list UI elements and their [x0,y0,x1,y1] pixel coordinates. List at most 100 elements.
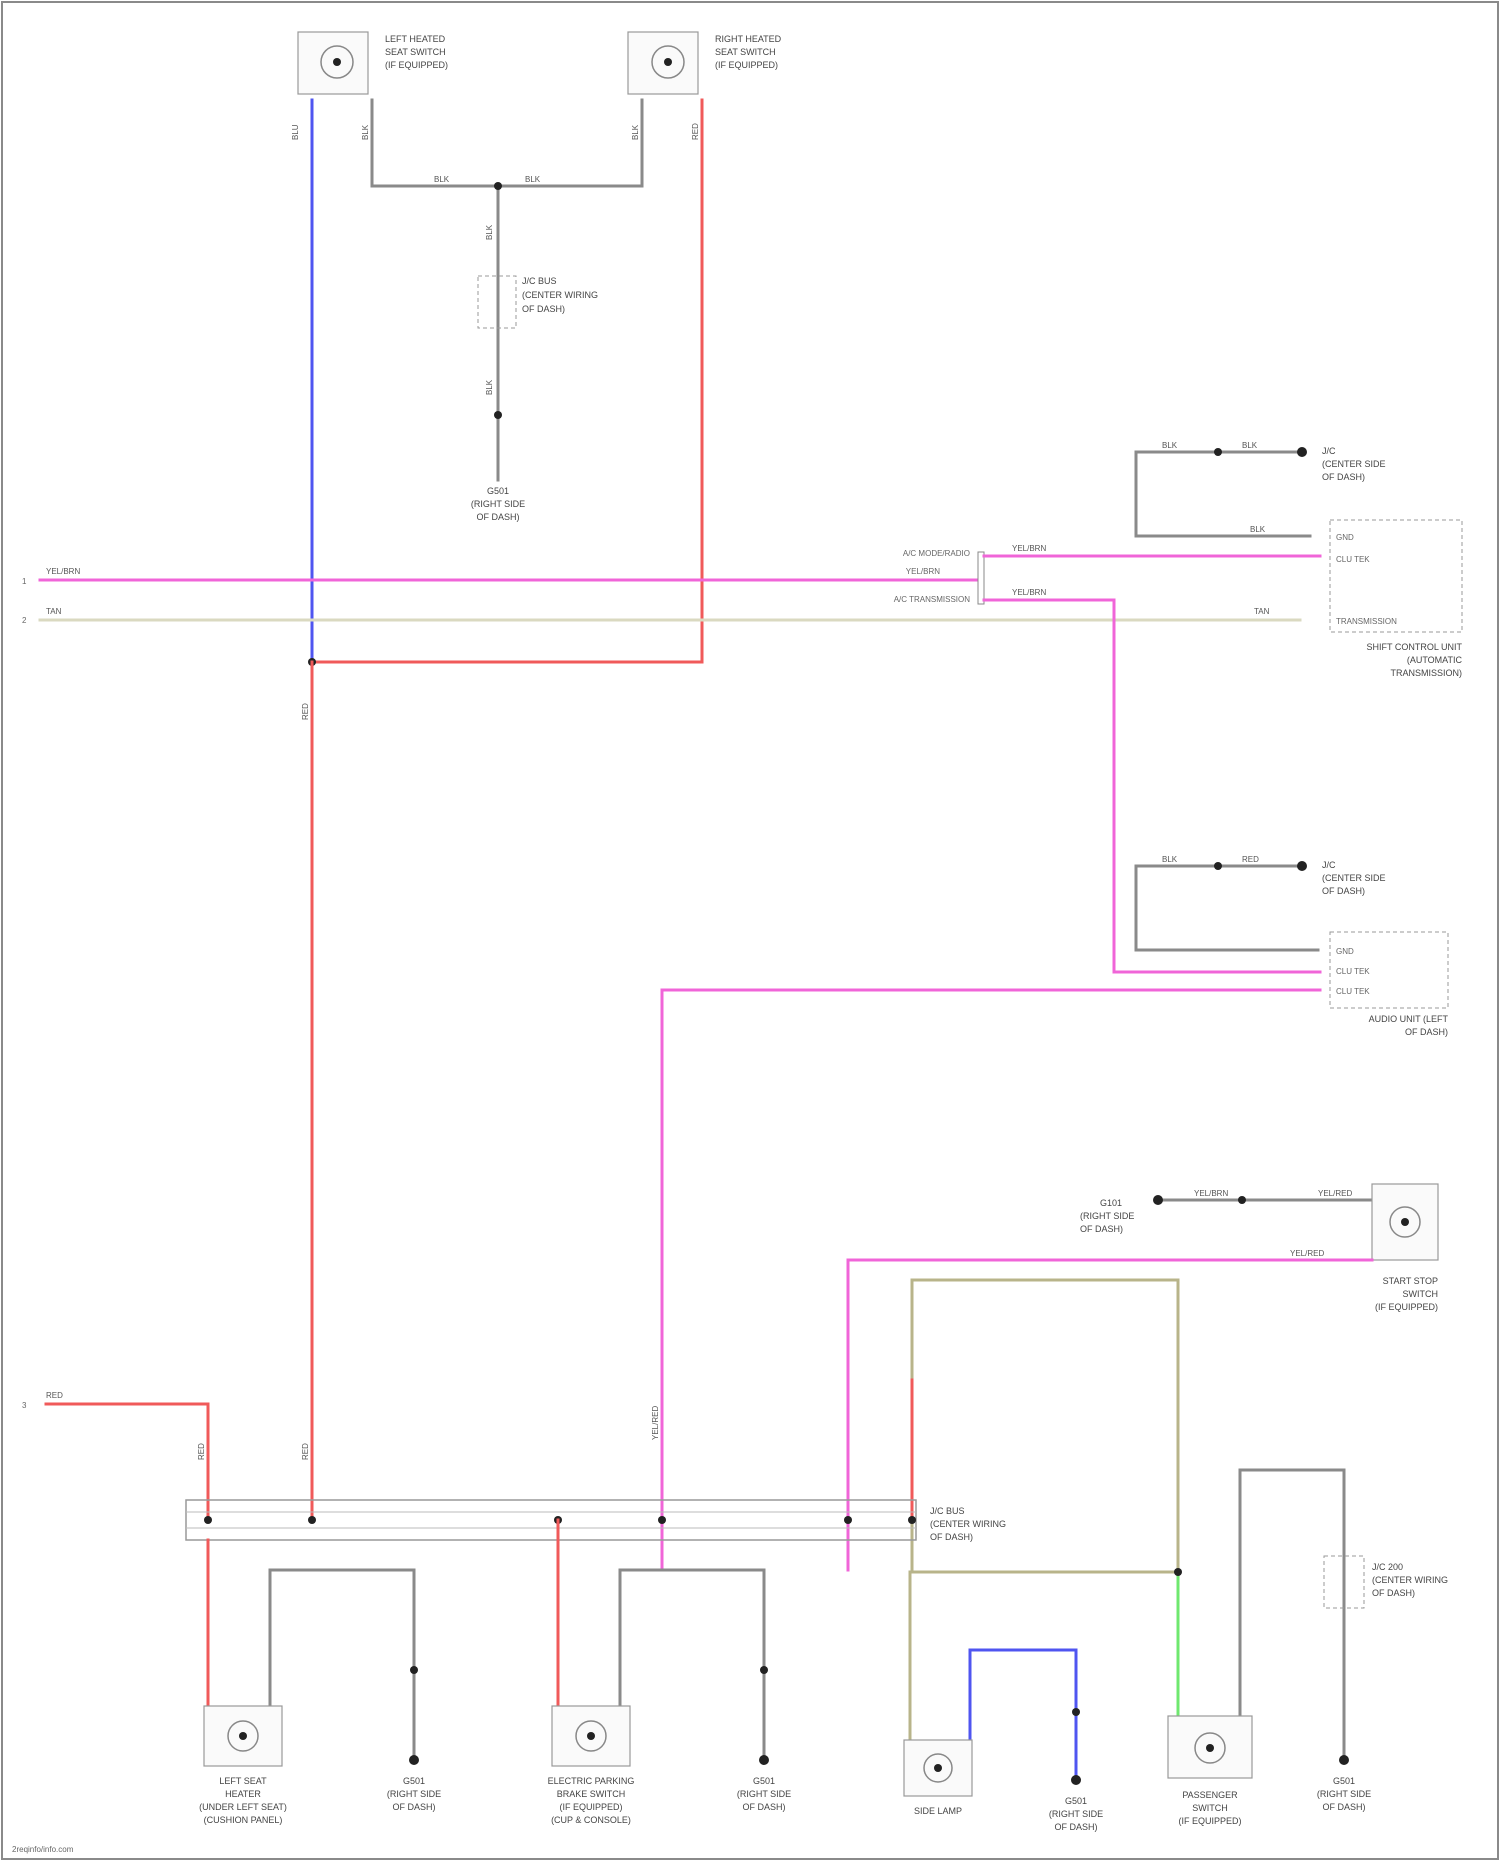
ecu-top-pin-a: GND [1336,533,1354,542]
wire-label-w2: BLK [361,124,370,140]
ground-b4-label-2: (RIGHT SIDE [1317,1789,1371,1799]
comp-left-label-1: LEFT SEAT [219,1776,267,1786]
joint-bottom-right-label-1: J/C 200 [1372,1562,1403,1572]
ground-point-b4 [1339,1755,1349,1765]
wire-label-w20: YEL/BRN [1194,1189,1228,1198]
left-heater-label-3: (IF EQUIPPED) [385,60,448,70]
splice-top-right-label-3: OF DASH) [1322,472,1365,482]
wire-label-w23: RED [197,1443,206,1460]
start-stop-label-3: (IF EQUIPPED) [1375,1302,1438,1312]
ecu-top-label-3: TRANSMISSION) [1390,668,1462,678]
splice-mid-right-label-1: J/C [1322,860,1336,870]
wire-label-w11: RED [46,1391,63,1400]
ground-b4-label-1: G501 [1333,1776,1355,1786]
comp-right-label-1: PASSENGER [1182,1790,1238,1800]
terminal-label-c: A/C TRANSMISSION [894,595,971,604]
bus-marker-3: 3 [22,1401,27,1410]
splice-top-right-label-1: J/C [1322,446,1336,456]
splice-dot-start-stop [1238,1196,1246,1204]
comp-mid-label-1: ELECTRIC PARKING [548,1776,635,1786]
comp-mid-label-3: (IF EQUIPPED) [559,1802,622,1812]
footer-text: 2reqinfo/info.com [12,1845,74,1854]
electric-parking-brake-switch: ELECTRIC PARKING BRAKE SWITCH (IF EQUIPP… [548,1706,635,1825]
ecu-top-label-1: SHIFT CONTROL UNIT [1366,642,1462,652]
comp-right-label-2: SWITCH [1192,1803,1228,1813]
ground-b2-label-2: (RIGHT SIDE [737,1789,791,1799]
wire-label-w4: RED [691,123,700,140]
bus-marker-2: 2 [22,616,27,625]
splice-top-right-label-2: (CENTER SIDE [1322,459,1386,469]
wire-label-w9: YEL/BRN [46,567,80,576]
splice-mid-right-label-3: OF DASH) [1322,886,1365,896]
wire-label-w12: YEL/BRN [1012,544,1046,553]
comp-lamp-label-1: SIDE LAMP [914,1806,962,1816]
ground-b3-label-2: (RIGHT SIDE [1049,1809,1103,1819]
right-heater-label-2: SEAT SWITCH [715,47,776,57]
wire-label-w15: BLK [1242,441,1258,450]
joint-bottom-label-3: OF DASH) [930,1532,973,1542]
wire-label-w5: BLK [434,175,450,184]
ground-b3-label-3: OF DASH) [1054,1822,1097,1832]
joint-top-label-2: (CENTER WIRING [522,290,598,300]
ground-b3-label-1: G501 [1065,1796,1087,1806]
splice-dot-top [494,182,502,190]
ecu-mid-label-1: AUDIO UNIT (LEFT [1369,1014,1449,1024]
ground-top-label-3: OF DASH) [476,512,519,522]
left-seat-heater: LEFT SEAT HEATER (UNDER LEFT SEAT) (CUSH… [199,1706,287,1825]
comp-left-label-2: HEATER [225,1789,261,1799]
splice-mid-right-label-2: (CENTER SIDE [1322,873,1386,883]
comp-mid-label-4: (CUP & CONSOLE) [551,1815,631,1825]
wire-label-w3: BLK [631,124,640,140]
ecu-top-pin-c: TRANSMISSION [1336,617,1397,626]
terminal-label-b: YEL/BRN [906,567,940,576]
start-stop-label-2: SWITCH [1403,1289,1439,1299]
splice-dot-green [1174,1568,1182,1576]
wire-label-w17: BLK [1250,525,1266,534]
ecu-mid-pin-f: CLU TEK [1336,987,1370,996]
wire-label-w19: RED [1242,855,1259,864]
comp-left-label-3: (UNDER LEFT SEAT) [199,1802,287,1812]
splice-dot-ecu-top [1214,448,1222,456]
ground-right-label-3: OF DASH) [1080,1224,1123,1234]
start-stop-label-1: START STOP [1383,1276,1438,1286]
comp-left-label-4: (CUSHION PANEL) [204,1815,283,1825]
left-heater-label-1: LEFT HEATED [385,34,446,44]
ground-b4-label-3: OF DASH) [1322,1802,1365,1812]
joint-top-label-3: OF DASH) [522,304,565,314]
ground-right-label-2: (RIGHT SIDE [1080,1211,1134,1221]
ground-point-b3 [1071,1775,1081,1785]
wire-label-w16: TAN [1254,607,1270,616]
ground-b2-label-1: G501 [753,1776,775,1786]
joint-bottom-right-label-3: OF DASH) [1372,1588,1415,1598]
ground-point-b2 [759,1755,769,1765]
joint-bottom-label-1: J/C BUS [930,1506,965,1516]
ground-point-b1 [409,1755,419,1765]
splice-dot-b2 [760,1666,768,1674]
joint-bottom-right-label-2: (CENTER WIRING [1372,1575,1448,1585]
ground-point-ecu-mid [1297,861,1307,871]
ground-b1-label-2: (RIGHT SIDE [387,1789,441,1799]
wire-label-w21: YEL/RED [1318,1189,1352,1198]
wire-label-w14: BLK [1162,441,1178,450]
ecu-top-label-2: (AUTOMATIC [1407,655,1463,665]
terminal-label-a: A/C MODE/RADIO [903,549,970,558]
ground-point-right [1153,1195,1163,1205]
ground-b1-label-3: OF DASH) [392,1802,435,1812]
wire-label-w25: YEL/RED [1290,1249,1324,1258]
ecu-top-pin-b: CLU TEK [1336,555,1370,564]
splice-dot-ecu-mid [1214,862,1222,870]
right-heater-label-1: RIGHT HEATED [715,34,782,44]
wire-label-w1: BLU [291,124,300,140]
wire-label-w10: TAN [46,607,62,616]
left-heater-label-2: SEAT SWITCH [385,47,446,57]
right-heater-label-3: (IF EQUIPPED) [715,60,778,70]
ground-top-label-1: G501 [487,486,509,496]
splice-dot-ground [494,411,502,419]
wire-label-w22: RED [301,703,310,720]
wire-label-w13: YEL/BRN [1012,588,1046,597]
ecu-mid-pin-e: CLU TEK [1336,967,1370,976]
wire-label-w7: BLK [485,224,494,240]
comp-mid-label-2: BRAKE SWITCH [557,1789,626,1799]
